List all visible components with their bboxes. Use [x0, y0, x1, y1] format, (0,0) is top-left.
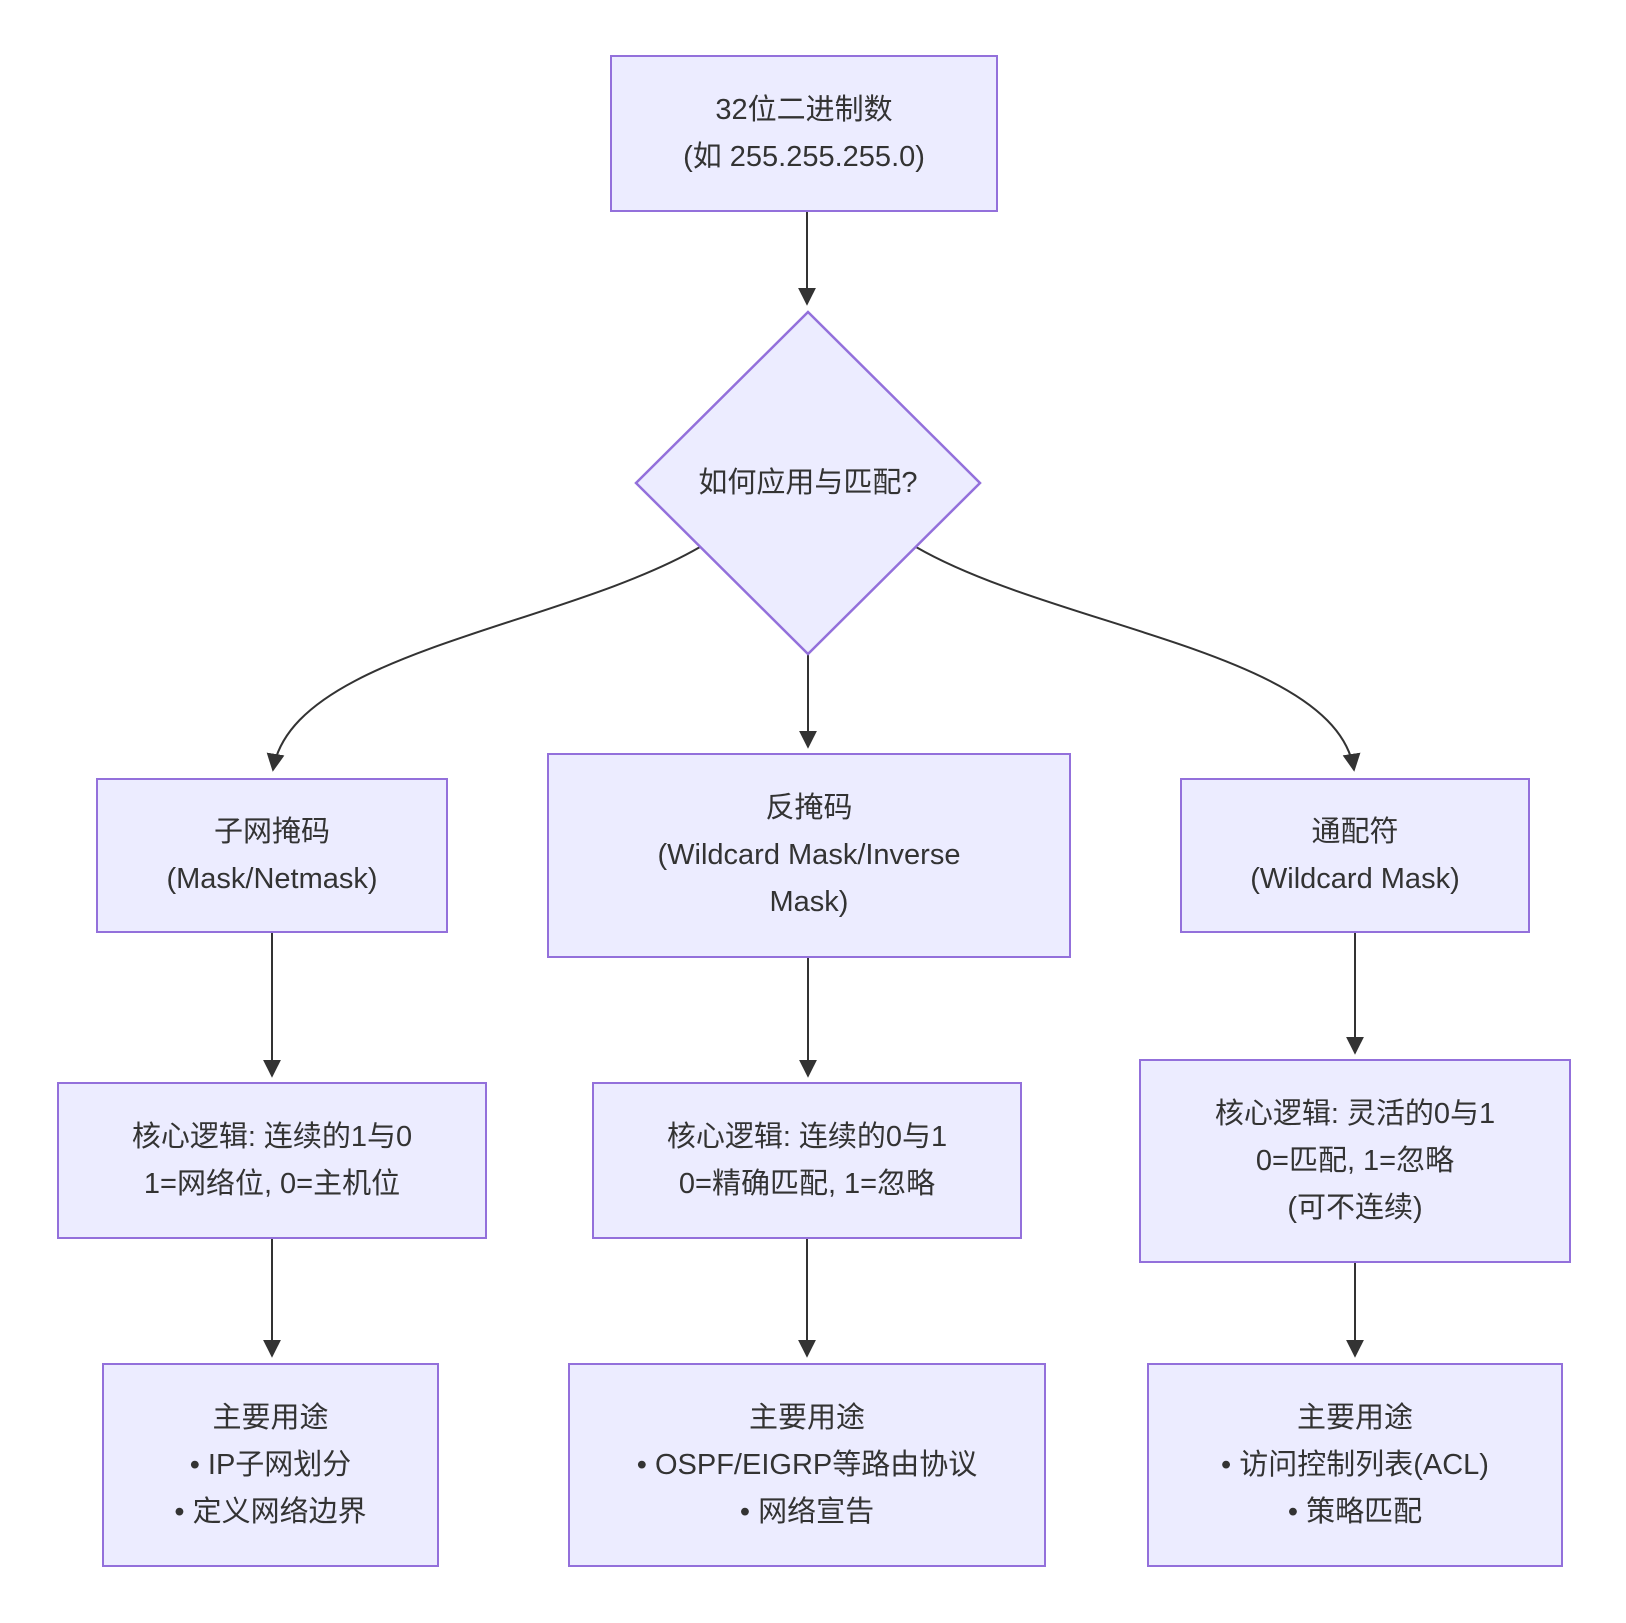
node-text-line: 32位二进制数: [715, 93, 893, 126]
node-text-line: 核心逻辑: 灵活的0与1: [1214, 1097, 1496, 1130]
node-wildcard-core-logic: 核心逻辑: 灵活的0与1 0=匹配, 1=忽略 (可不连续): [1139, 1059, 1571, 1263]
node-text-line: Mask): [769, 886, 849, 918]
node-subnet-core-logic: 核心逻辑: 连续的1与0 1=网络位, 0=主机位: [57, 1082, 487, 1239]
node-text-line: • 访问控制列表(ACL): [1221, 1448, 1489, 1481]
node-text-line: 0=精确匹配, 1=忽略: [678, 1167, 936, 1200]
node-text-line: (Wildcard Mask/Inverse: [657, 839, 961, 871]
node-text-line: 反掩码: [765, 792, 853, 824]
node-subnet-usage: 主要用途 • IP子网划分 • 定义网络边界: [102, 1363, 439, 1567]
node-text-line: 1=网络位, 0=主机位: [143, 1167, 401, 1200]
decision-apply-match-label: 如何应用与匹配?: [636, 312, 980, 654]
node-wildcard-usage: 主要用途 • 访问控制列表(ACL) • 策略匹配: [1147, 1363, 1563, 1567]
node-subnet-mask-title: 子网掩码 (Mask/Netmask): [96, 778, 448, 933]
node-text-line: 主要用途: [212, 1401, 329, 1434]
decision-text: 如何应用与匹配?: [698, 466, 918, 499]
node-inverse-mask-title: 反掩码 (Wildcard Mask/Inverse Mask): [547, 753, 1071, 958]
decision-diamond-shape: [634, 310, 982, 656]
node-text-line: (可不连续): [1287, 1191, 1423, 1224]
node-text-line: • 策略匹配: [1287, 1495, 1423, 1528]
node-text-line: (Mask/Netmask): [166, 862, 378, 895]
node-text-line: 核心逻辑: 连续的0与1: [666, 1120, 948, 1153]
node-inverse-core-logic: 核心逻辑: 连续的0与1 0=精确匹配, 1=忽略: [592, 1082, 1022, 1239]
node-text-line: • 网络宣告: [739, 1495, 875, 1528]
node-text-line: 主要用途: [1296, 1401, 1413, 1434]
node-text-line: 子网掩码: [213, 815, 330, 848]
node-text-line: 主要用途: [748, 1401, 865, 1434]
node-text-line: 通配符: [1311, 815, 1399, 848]
edge-decision-to-wildcard: [915, 546, 1361, 772]
node-text-line: 核心逻辑: 连续的1与0: [131, 1120, 413, 1153]
node-text-line: • OSPF/EIGRP等路由协议: [636, 1448, 978, 1481]
node-text-line: (如 255.255.255.0): [683, 140, 925, 173]
node-text-line: • IP子网划分: [189, 1448, 352, 1481]
node-text-line: 0=匹配, 1=忽略: [1255, 1144, 1455, 1177]
node-text-line: (Wildcard Mask): [1250, 862, 1460, 895]
node-text-line: • 定义网络边界: [174, 1495, 367, 1528]
node-inverse-usage: 主要用途 • OSPF/EIGRP等路由协议 • 网络宣告: [568, 1363, 1046, 1567]
node-32bit-binary: 32位二进制数 (如 255.255.255.0): [610, 55, 998, 212]
edge-decision-to-subnet: [266, 546, 701, 772]
node-wildcard-title: 通配符 (Wildcard Mask): [1180, 778, 1530, 933]
